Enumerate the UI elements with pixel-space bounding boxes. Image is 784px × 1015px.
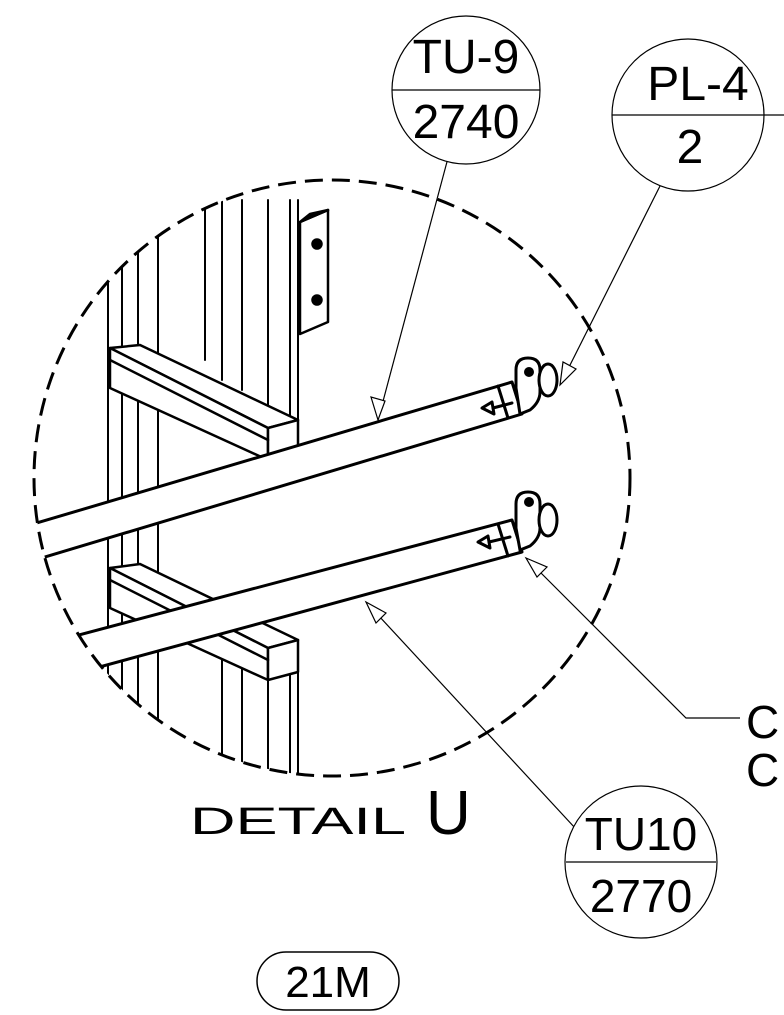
detail-interior	[34, 199, 524, 776]
callout-line1: C	[746, 696, 779, 748]
balloon-tu10: TU10 2770	[564, 785, 718, 939]
callout-line2: C	[746, 744, 779, 796]
balloon-tu9: TU-9 2740	[391, 15, 541, 165]
upper-clip	[514, 356, 559, 417]
balloon-tu9-qty: 2740	[413, 96, 520, 149]
sheet-reference-text: 21M	[285, 958, 371, 1007]
balloon-tu10-qty: 2770	[590, 870, 692, 922]
mounting-plate	[298, 208, 330, 336]
balloon-tu9-part: TU-9	[413, 31, 520, 84]
balloon-tu10-part: TU10	[585, 808, 697, 860]
upper-cross-member	[108, 343, 300, 462]
detail-title-prefix: DETAIL	[190, 801, 406, 843]
detail-boundary-circle	[32, 178, 632, 778]
balloon-pl4-qty: 2	[677, 121, 704, 174]
detail-title-letter: U	[426, 779, 471, 848]
balloon-pl4: PL-4 2	[611, 38, 784, 192]
lower-clip	[514, 490, 559, 553]
sheet-reference-badge: 21M	[256, 951, 400, 1011]
frame-posts	[107, 199, 299, 776]
detail-title: DETAIL U	[190, 779, 471, 848]
leader-lines	[364, 157, 740, 843]
balloon-pl4-part: PL-4	[647, 58, 748, 111]
